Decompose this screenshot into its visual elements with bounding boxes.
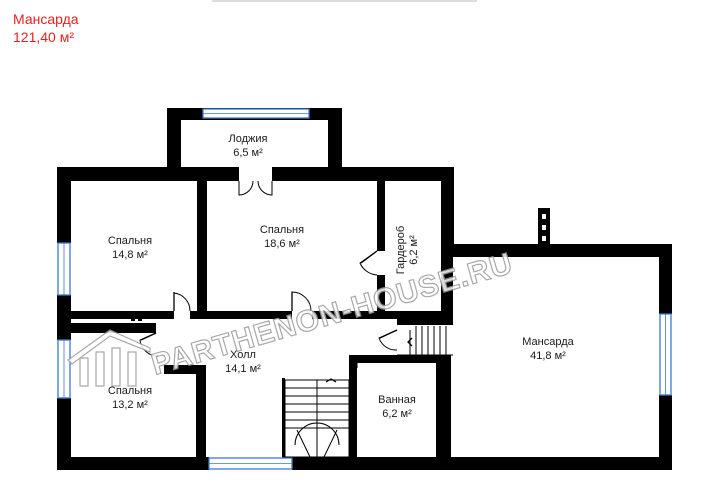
wall-bottom-left [57, 457, 209, 470]
wall-top-left [57, 167, 181, 181]
interior-walls [71, 181, 453, 458]
window-centerlines [63, 113, 666, 464]
door-loggia [238, 180, 273, 196]
room-name-mansard: Мансарда [522, 336, 574, 348]
floor-title: Мансарда 121,40 м² [13, 10, 79, 46]
door-leaves [140, 250, 398, 341]
top-faint-line [212, 0, 477, 2]
room-name-bedroom-3: Спальня [108, 385, 152, 397]
door-wardrobe [359, 250, 378, 276]
door-mansard [378, 329, 398, 351]
room-name-wardrobe: Гардероб [395, 226, 407, 274]
vent-marks [131, 317, 142, 321]
wall-left-mid [57, 295, 71, 340]
room-area-bedroom-2: 18,6 м² [264, 238, 300, 250]
wall-loggia-right [328, 108, 342, 172]
room-area-bedroom-3: 13,2 м² [112, 399, 148, 411]
wall-top-mid [181, 167, 239, 181]
room-name-bedroom-1: Спальня [108, 235, 152, 247]
wall-right-lower [659, 395, 672, 470]
floor-name: Мансарда [13, 11, 79, 27]
room-name-loggia: Лоджия [229, 133, 268, 145]
wall-right-upper-step [441, 167, 454, 257]
room-area-bedroom-1: 14,8 м² [112, 249, 148, 261]
wall-top-right [342, 167, 454, 181]
wall-right-upper [659, 244, 672, 314]
outer-walls [57, 108, 672, 470]
wall-left-upper [57, 167, 71, 243]
wall-top-mid2 [272, 167, 342, 181]
room-area-mansard: 41,8 м² [530, 350, 566, 362]
room-area-bathroom: 6,2 м² [382, 408, 412, 420]
room-area-loggia: 6,5 м² [233, 147, 263, 159]
watermark-logo-icon [67, 329, 151, 387]
stairs-upper [397, 326, 453, 356]
floor-area: 121,40 м² [13, 29, 74, 45]
wall-loggia-left [167, 108, 181, 172]
room-name-hall: Холл [230, 349, 256, 361]
room-area-hall: 14,1 м² [225, 363, 261, 375]
wall-mansard-top [441, 244, 672, 257]
chimney-marks [542, 214, 546, 241]
room-labels: Лоджия 6,5 м² Спальня 14,8 м² Спальня 18… [108, 133, 575, 420]
room-name-bathroom: Ванная [378, 394, 416, 406]
room-name-bedroom-2: Спальня [260, 224, 304, 236]
door-bedroom-1 [173, 292, 191, 312]
stairs-main [284, 378, 350, 458]
wall-left-lower [57, 398, 71, 470]
wall-bottom-mid [292, 457, 672, 470]
room-area-wardrobe: 6,2 м² [408, 235, 420, 265]
